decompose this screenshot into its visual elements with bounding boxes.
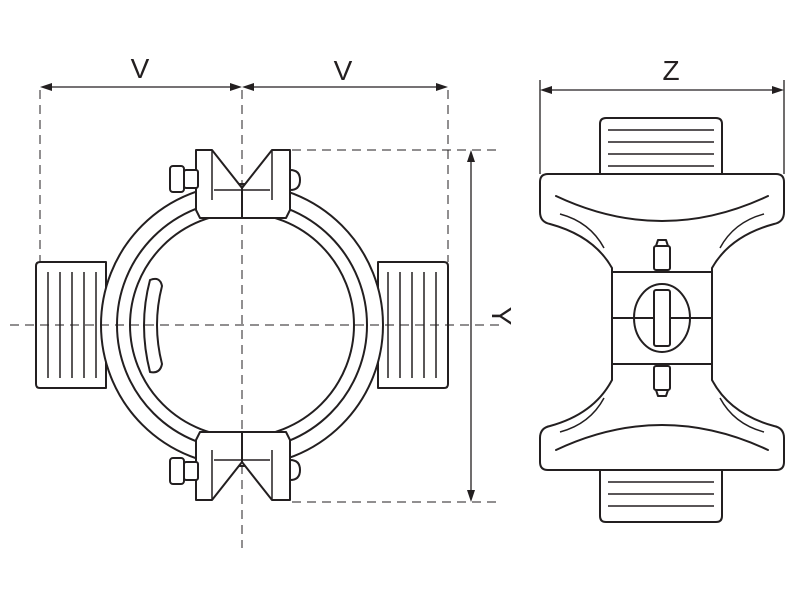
- right-outlet: [377, 261, 449, 389]
- bottom-outlet: [599, 469, 723, 523]
- side-top-bolt: [653, 239, 671, 271]
- v-dimension-right: [242, 83, 448, 91]
- z-label: Z: [662, 55, 679, 86]
- top-bolt: [169, 165, 301, 193]
- v-dimension-left: [40, 83, 242, 91]
- y-label: Y: [486, 307, 517, 326]
- side-top-curve: [555, 195, 769, 222]
- side-bottom-curve: [555, 424, 769, 451]
- saddle-insert: [143, 277, 163, 374]
- v-label-left: V: [131, 53, 150, 84]
- bottom-bolt: [169, 457, 301, 485]
- front-view: V V Y: [10, 53, 517, 548]
- z-dimension: [540, 86, 784, 94]
- side-view: Z: [539, 55, 785, 523]
- y-dimension: [467, 150, 475, 502]
- side-bottom-bolt: [653, 365, 671, 397]
- top-outlet: [599, 117, 723, 179]
- v-label-right: V: [334, 55, 353, 86]
